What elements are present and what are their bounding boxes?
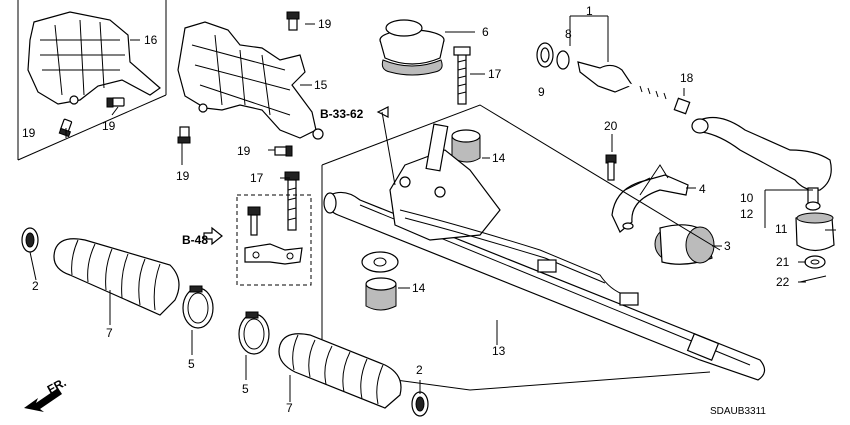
bushing-3 (654, 224, 715, 265)
ref-arrow-b48 (203, 226, 223, 246)
diagram-code: SDAUB3311 (710, 406, 766, 417)
label-8: 8 (565, 27, 572, 41)
label-9: 9 (538, 85, 545, 99)
cotter-pin-22 (799, 275, 827, 283)
bolt-17-lower (284, 171, 300, 231)
bolt-19-inset-a (58, 118, 73, 138)
bracket-plate (244, 206, 303, 265)
bracket-4 (611, 164, 689, 233)
label-17-top: 17 (488, 67, 502, 81)
nut-18 (673, 97, 691, 115)
assembly-outline-top (321, 104, 721, 251)
label-19-mid: 19 (237, 144, 251, 158)
boot-7-left (53, 238, 180, 316)
ref-b3362: B-33-62 (320, 107, 364, 121)
front-direction-arrow (24, 388, 62, 412)
boot-11 (795, 212, 835, 252)
bolt-17-top (453, 46, 471, 105)
label-13: 13 (492, 344, 506, 358)
leader-lines (29, 15, 836, 402)
label-19-inset-b: 19 (102, 119, 116, 133)
label-16: 16 (144, 33, 158, 47)
label-22: 22 (776, 275, 790, 289)
label-12: 12 (740, 207, 754, 221)
label-20: 20 (604, 119, 618, 133)
bolt-19-top (286, 11, 300, 31)
label-7-right: 7 (286, 401, 293, 415)
label-5-right: 5 (242, 382, 249, 396)
label-19-top: 19 (318, 17, 332, 31)
label-7-left: 7 (106, 326, 113, 340)
label-14-bottom: 14 (412, 281, 426, 295)
clamp-2-right (411, 391, 429, 417)
washer-9 (536, 42, 554, 68)
label-14-top: 14 (492, 151, 506, 165)
label-11: 11 (775, 222, 788, 236)
label-6: 6 (482, 25, 489, 39)
label-5-left: 5 (188, 357, 195, 371)
label-17-lower: 17 (250, 171, 264, 185)
label-21: 21 (776, 255, 790, 269)
nut-21 (804, 255, 826, 269)
clamp-2-left (21, 227, 39, 253)
ref-arrow-b3362 (376, 106, 389, 118)
bolt-19-mid (274, 145, 293, 157)
bolt-19-left (177, 126, 191, 144)
mount-6 (379, 19, 445, 76)
bushing-14-bottom (365, 277, 397, 311)
label-19-left: 19 (176, 169, 190, 183)
label-1: 1 (586, 4, 593, 18)
steering-rack-13 (323, 123, 766, 381)
heat-shield-15 (177, 21, 324, 140)
inset-border-diagonal (17, 94, 167, 161)
label-4: 4 (699, 182, 706, 196)
bolt-19-inset-b (106, 97, 125, 108)
label-15: 15 (314, 78, 328, 92)
band-5-left (182, 285, 214, 329)
band-5-right (238, 311, 270, 355)
tie-rod-1 (577, 61, 681, 102)
ref-b48: B-48 (182, 233, 208, 247)
tie-rod-end-10 (691, 117, 832, 211)
bushing-14-top (451, 129, 481, 163)
heat-shield-16 (27, 11, 161, 105)
label-10: 10 (740, 191, 754, 205)
bracket-detail-box (236, 194, 312, 286)
nut-8 (556, 50, 570, 70)
bolt-20 (605, 154, 617, 181)
boot-7-right (278, 333, 402, 409)
label-2-right: 2 (416, 363, 423, 377)
label-19-inset-a: 19 (22, 126, 36, 140)
label-18: 18 (680, 71, 694, 85)
label-2-left: 2 (32, 279, 39, 293)
label-3: 3 (724, 239, 731, 253)
front-label: FR. (45, 375, 69, 396)
